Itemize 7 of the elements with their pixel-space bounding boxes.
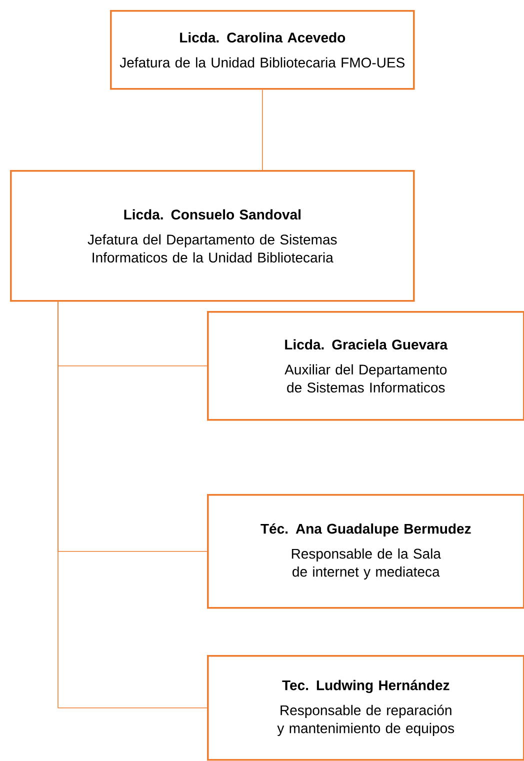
org-box: Licda. Carolina Acevedo Jefatura de la Unidad Bibliotecaria FMO-UES: [110, 10, 415, 90]
org-box: Téc. Ana Guadalupe Bermudez Responsable de la Sala de internet y mediateca: [207, 494, 524, 609]
org-box: Licda. Graciela Guevara Auxiliar del Departamento de Sistemas Informaticos: [207, 311, 524, 421]
org-box: Licda. Consuelo Sandoval Jefatura del Departamento de Sistemas Informaticos de la Unidad Bibliotecaria: [10, 170, 415, 302]
connector-line: [262, 89, 263, 170]
org-box: Tec. Ludwing Hernández Responsable de reparación y mantenimiento de equipos: [207, 655, 524, 761]
connector-line: [58, 301, 208, 708]
